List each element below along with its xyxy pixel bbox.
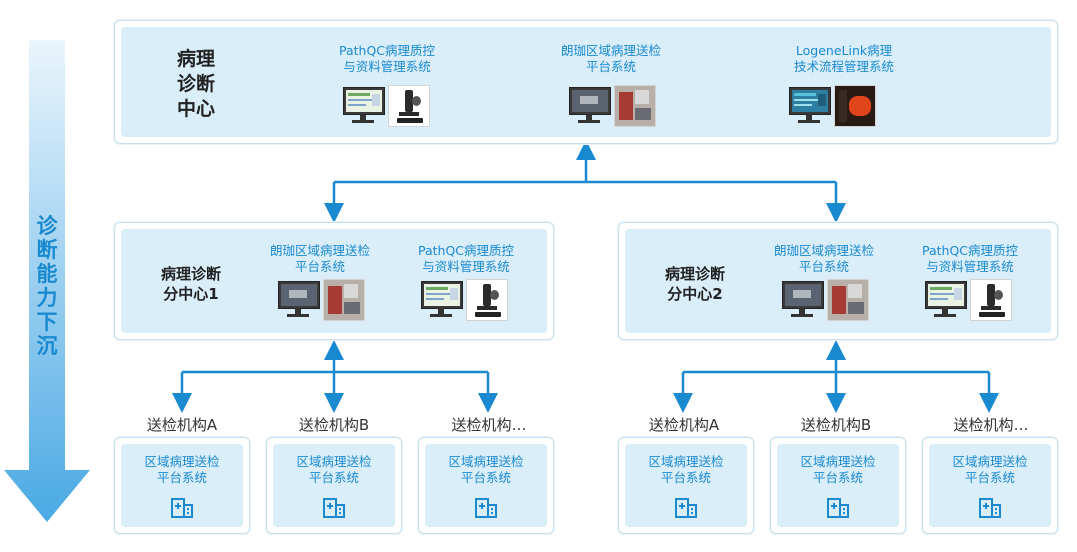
microscope-icon	[970, 279, 1012, 321]
sub-2-system-2-image	[923, 279, 1012, 321]
leaf-2a-label: 区域病理送检平台系统	[648, 454, 724, 485]
top-system-1-label: PathQC病理质控与资料管理系统	[338, 43, 436, 74]
monitor-icon	[341, 85, 385, 125]
sub-center-1-title: 病理诊断 分中心1	[160, 265, 221, 303]
hospital-icon	[979, 498, 1001, 518]
leaf-2c-label: 区域病理送检平台系统	[952, 454, 1028, 485]
leaf-2b-label: 区域病理送检平台系统	[800, 454, 876, 485]
leaf-panel-2b: 区域病理送检平台系统	[770, 437, 906, 534]
sub-2-system-1-label: 朗珈区域病理送检平台系统	[773, 243, 874, 274]
org-label-a-2: 送检机构A	[648, 416, 720, 434]
org-label-more-1: 送检机构…	[451, 416, 527, 434]
sub-1-system-2-label: PathQC病理质控与资料管理系统	[417, 243, 515, 274]
sub-1-system-1-image	[276, 279, 365, 321]
leaf-panel-2a: 区域病理送检平台系统	[618, 437, 754, 534]
top-system-2-label: 朗珈区域病理送检平台系统	[560, 43, 661, 74]
capability-sinking-arrow	[4, 40, 90, 522]
microscope-icon	[388, 85, 430, 127]
leaf-1b-label: 区域病理送检平台系统	[296, 454, 372, 485]
monitor-icon	[276, 279, 320, 319]
leaf-panel-1b: 区域病理送检平台系统	[266, 437, 402, 534]
top-system-3-label: LogeneLink病理技术流程管理系统	[793, 43, 894, 74]
leaf-panel-2c: 区域病理送检平台系统	[922, 437, 1058, 534]
monitor-icon	[567, 85, 611, 125]
lab-photo	[323, 279, 365, 321]
top-system-3-image	[787, 85, 876, 127]
leaf-1a-label: 区域病理送检平台系统	[144, 454, 220, 485]
hospital-icon	[475, 498, 497, 518]
hospital-icon	[675, 498, 697, 518]
hospital-icon	[171, 498, 193, 518]
org-label-a-1: 送检机构A	[146, 416, 218, 434]
sub-1-system-1-label: 朗珈区域病理送检平台系统	[269, 243, 370, 274]
monitor-icon	[419, 279, 463, 319]
org-label-b-1: 送检机构B	[298, 416, 370, 434]
org-label-more-2: 送检机构…	[953, 416, 1029, 434]
lab-photo	[614, 85, 656, 127]
monitor-icon	[780, 279, 824, 319]
microscope-icon	[466, 279, 508, 321]
monitor-icon	[787, 85, 831, 125]
org-label-b-2: 送检机构B	[800, 416, 872, 434]
red-lab-photo	[834, 85, 876, 127]
hospital-icon	[827, 498, 849, 518]
sub-2-system-1-image	[780, 279, 869, 321]
sub-2-system-2-label: PathQC病理质控与资料管理系统	[921, 243, 1019, 274]
sub-center-1-panel: 病理诊断 分中心1 朗珈区域病理送检平台系统 PathQC病理质控与资料管理系统	[114, 222, 554, 340]
sub-center-2-title: 病理诊断 分中心2	[664, 265, 725, 303]
center-title: 病理 诊断 中心	[176, 48, 215, 120]
leaf-panel-1a: 区域病理送检平台系统	[114, 437, 250, 534]
sub-center-2-panel: 病理诊断 分中心2 朗珈区域病理送检平台系统 PathQC病理质控与资料管理系统	[618, 222, 1058, 340]
sub-1-system-2-image	[419, 279, 508, 321]
top-system-2-image	[567, 85, 656, 127]
monitor-icon	[923, 279, 967, 319]
hospital-icon	[323, 498, 345, 518]
lab-photo	[827, 279, 869, 321]
capability-sinking-label: 诊 断 能 力 下 沉	[36, 214, 58, 358]
leaf-panel-1c: 区域病理送检平台系统	[418, 437, 554, 534]
leaf-1c-label: 区域病理送检平台系统	[448, 454, 524, 485]
top-system-1-image	[341, 85, 430, 127]
pathology-diagnosis-center-panel: 病理 诊断 中心 PathQC病理质控与资料管理系统 朗珈区域病理送检平台系统 …	[114, 20, 1058, 144]
